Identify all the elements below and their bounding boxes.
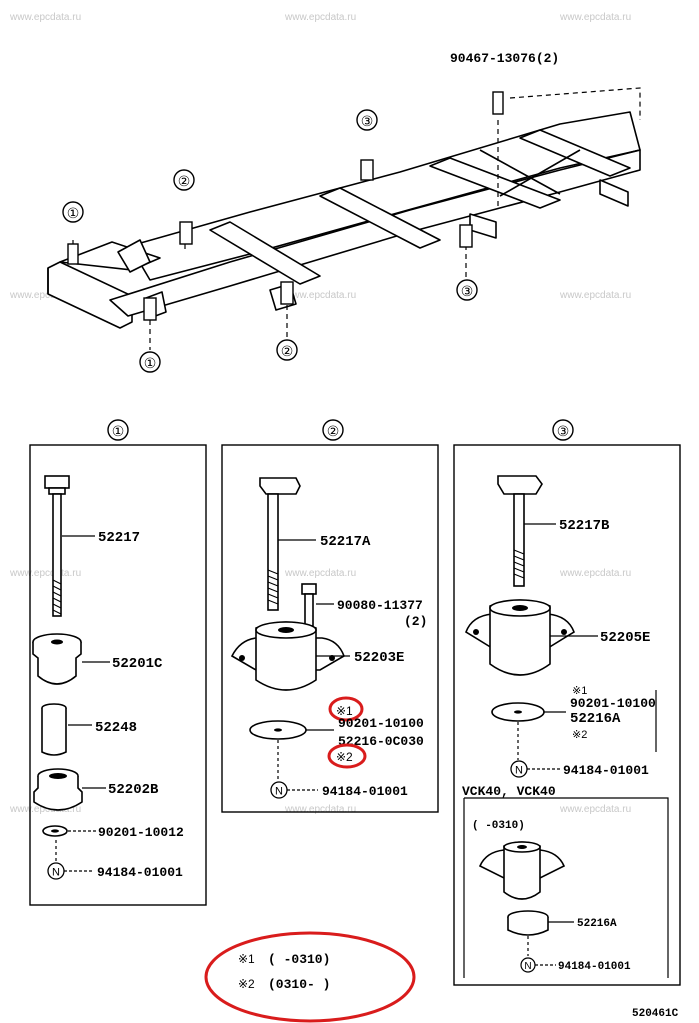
callout-circle — [139, 351, 161, 373]
washer-sub-52216A — [507, 910, 549, 936]
callout-label: ① — [67, 205, 80, 221]
part-number-label: 94184-01001 — [97, 865, 183, 880]
part-number-label: 52203E — [354, 650, 404, 666]
part-number-label: 94184-01001 — [558, 961, 631, 973]
panel3: 52217B 52205E ※1 90201-10100 52216A ※2 N… — [453, 444, 681, 986]
footnote-text: ( -0310) — [268, 952, 330, 967]
callout-circle — [456, 279, 478, 301]
part-number-label: 52202B — [108, 782, 159, 798]
watermark: www.epcdata.ru — [9, 12, 81, 23]
callout-circle — [173, 169, 195, 191]
quantity-label: (2) — [404, 614, 427, 629]
body-mount-bolt — [280, 281, 294, 305]
callout-label: ② — [281, 343, 294, 359]
callout-label: ③ — [361, 113, 374, 129]
watermark: www.epcdata.ru — [559, 12, 631, 23]
mount-52205E — [465, 599, 575, 676]
footnote-mark: ※2 — [238, 977, 255, 991]
nut-label: N — [275, 786, 283, 798]
bolt-52217B — [497, 475, 543, 587]
watermark: www.epcdata.ru — [559, 290, 631, 301]
chassis-frame — [47, 111, 641, 329]
footnotes: ※1 ( -0310) ※2 (0310- ) — [204, 931, 416, 1023]
mount-52203E — [230, 621, 345, 691]
panel1-header: ① — [112, 423, 125, 439]
sub-range: ( -0310) — [472, 820, 525, 832]
watermark: www.epcdata.ru — [9, 568, 81, 579]
bolt-52217A — [259, 477, 301, 611]
footnote-text: (0310- ) — [268, 977, 330, 992]
callouts: ① ② ③ ① ② ③ — [62, 109, 478, 373]
part-number-label: 90201-10100 — [570, 696, 656, 711]
part-number-label: 90201-10100 — [338, 716, 424, 731]
watermark: www.epcdata.ru — [9, 290, 81, 301]
frame-bolts — [67, 91, 504, 321]
footnote-mark: ※1 — [238, 952, 255, 966]
callout-circle — [276, 339, 298, 361]
callout-label: ③ — [461, 283, 474, 299]
callout-circle — [356, 109, 378, 131]
note-mark: ※2 — [572, 729, 587, 741]
panel2-frame — [221, 444, 439, 813]
bolt-52217 — [44, 475, 70, 617]
panel3-frame — [453, 444, 681, 986]
sub-box — [463, 797, 669, 978]
mount-sub — [478, 841, 566, 900]
part-number-label: 94184-01001 — [322, 784, 408, 799]
watermark: www.epcdata.ru — [559, 804, 631, 815]
cushion-52202B — [33, 768, 83, 811]
watermark: www.epcdata.ru — [284, 804, 356, 815]
body-mount-bolt — [360, 159, 374, 181]
watermark: www.epcdata.ru — [559, 568, 631, 579]
part-number-label: 94184-01001 — [563, 763, 649, 778]
panel3-header: ③ — [557, 423, 570, 439]
watermarks: www.epcdata.ru www.epcdata.ru www.epcdat… — [9, 12, 631, 815]
watermark: www.epcdata.ru — [284, 12, 356, 23]
part-number-label: 52205E — [600, 630, 650, 646]
frame-diagram: ① ② ③ ① ② ③ 90467-13076(2) — [47, 51, 641, 373]
watermark: www.epcdata.ru — [9, 804, 81, 815]
body-mount-bolt — [459, 224, 473, 248]
part-number-label: 90201-10012 — [98, 825, 184, 840]
panel1-frame — [29, 444, 207, 906]
part-number-label: 52216-0C030 — [338, 734, 424, 749]
part-number-label: 52217A — [320, 534, 371, 550]
cushion-52201C — [32, 633, 82, 685]
callout-label: ② — [178, 173, 191, 189]
panel1: 52217 52201C 52248 52202B 90201-10012 — [29, 444, 207, 906]
part-number-label: 52216A — [570, 711, 621, 727]
highlight-note1 — [328, 696, 364, 722]
panel-headers: ① ② ③ — [107, 419, 574, 441]
bolt-90080-11377 — [301, 583, 317, 627]
part-number-label: 90080-11377 — [337, 598, 423, 613]
sub-header: VCK40, VCK40 — [462, 784, 556, 799]
body-mount-bolt — [179, 221, 193, 245]
watermark: www.epcdata.ru — [284, 290, 356, 301]
callout-circle — [62, 201, 84, 223]
body-mount-bolt — [492, 91, 504, 115]
part-number-label: 52217B — [559, 518, 610, 534]
part-number-label: 52216A — [577, 918, 617, 930]
part-number-label: 90467-13076(2) — [450, 51, 559, 66]
part-number-label: 52248 — [95, 720, 137, 736]
nut-label: N — [524, 961, 531, 972]
watermark: www.epcdata.ru — [284, 568, 356, 579]
panel2-header: ② — [327, 423, 340, 439]
footnote-highlight — [204, 931, 416, 1023]
callout-label: ① — [144, 355, 157, 371]
nut-label: N — [515, 765, 523, 777]
nut-label: N — [52, 867, 60, 879]
panel2: 52217A 90080-11377 (2) 52203E ※1 90201-1… — [221, 444, 439, 813]
diagram-code: 520461C — [632, 1008, 679, 1020]
highlight-note2 — [327, 743, 367, 769]
collar-52248 — [41, 703, 67, 756]
note-mark: ※1 — [336, 704, 353, 718]
part-number-label: 52217 — [98, 530, 140, 546]
note-mark: ※2 — [336, 750, 353, 764]
note-mark: ※1 — [572, 685, 587, 697]
body-mount-bolt — [67, 243, 79, 265]
body-mount-bolt — [143, 297, 157, 321]
part-number-label: 52201C — [112, 656, 163, 672]
